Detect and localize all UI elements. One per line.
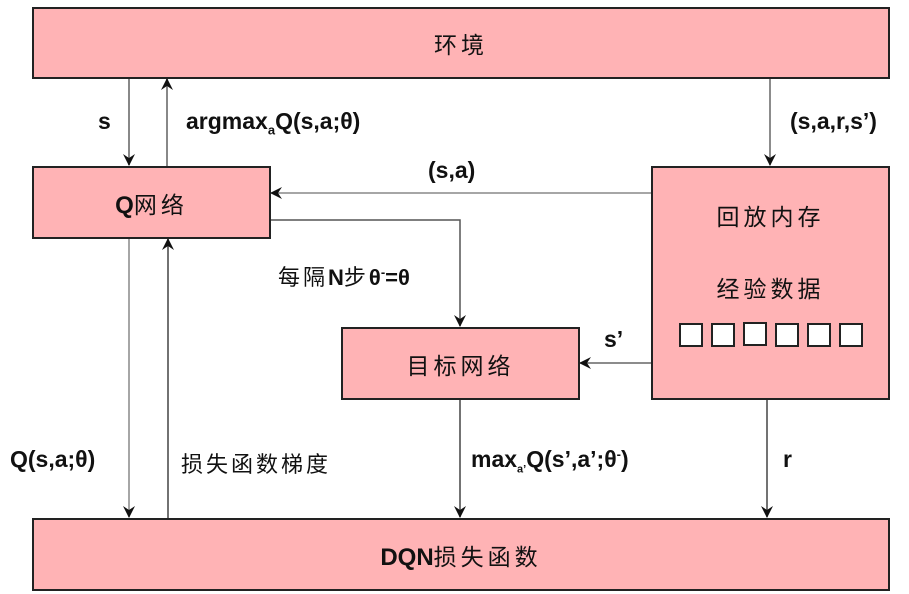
label-sync-prefix: 每隔 xyxy=(278,266,329,291)
label-q-value: Q(s,a;θ) xyxy=(10,446,96,472)
target-network-label: 目标网络 xyxy=(406,353,515,380)
label-transition: (s,a,r,s’) xyxy=(790,108,877,134)
dqn-loss-suffix: 损失函数 xyxy=(433,544,542,571)
memory-slot xyxy=(711,323,735,347)
label-gradient: 损失函数梯度 xyxy=(181,453,332,478)
target-network-box: 目标网络 xyxy=(341,327,580,400)
label-reward: r xyxy=(783,446,792,472)
dqn-loss-box: DQN损失函数 xyxy=(32,518,890,591)
label-action: argmaxaQ(s,a;θ) xyxy=(186,108,360,138)
memory-slot xyxy=(679,323,703,347)
label-sync: 每隔N步θ-=θ xyxy=(278,260,410,292)
q-network-prefix: Q xyxy=(115,191,134,219)
replay-memory-box: 回放内存 经验数据 xyxy=(651,166,890,400)
label-target-main: max xyxy=(471,446,518,472)
label-sync-sup: - xyxy=(380,264,386,280)
memory-slot xyxy=(743,322,767,346)
label-sync-step: 步 xyxy=(343,266,369,291)
label-next-state: s’ xyxy=(604,326,624,352)
q-network-label: Q网络 xyxy=(115,186,188,220)
label-sync-tail: =θ xyxy=(385,265,410,290)
label-target-sub: a’ xyxy=(517,463,527,476)
q-network-box: Q网络 xyxy=(32,166,271,239)
label-action-tail: Q(s,a;θ) xyxy=(275,108,361,134)
environment-label: 环境 xyxy=(434,33,488,59)
memory-slot xyxy=(775,323,799,347)
environment-box: 环境 xyxy=(32,7,890,79)
memory-slot xyxy=(807,323,831,347)
label-target-tail-b: ) xyxy=(620,446,629,472)
dqn-loss-prefix: DQN xyxy=(380,543,434,571)
edge-sync xyxy=(270,219,466,327)
label-target-tail-a: Q(s’,a’;θ xyxy=(526,446,617,472)
label-sync-n: N xyxy=(328,265,344,290)
label-sync-theta: θ xyxy=(368,265,381,290)
label-action-main: argmax xyxy=(186,108,268,134)
label-state-action: (s,a) xyxy=(428,157,476,183)
memory-slot xyxy=(839,323,863,347)
replay-memory-title: 回放内存 xyxy=(716,205,825,231)
replay-memory-subtitle: 经验数据 xyxy=(716,277,825,303)
label-state: s xyxy=(98,108,111,134)
dqn-loss-label: DQN损失函数 xyxy=(380,538,541,572)
label-action-sub: a xyxy=(267,122,276,138)
label-target-value: maxa’Q(s’,a’;θ-) xyxy=(471,446,629,476)
q-network-suffix: 网络 xyxy=(133,192,188,219)
label-target-sup: - xyxy=(616,446,621,462)
